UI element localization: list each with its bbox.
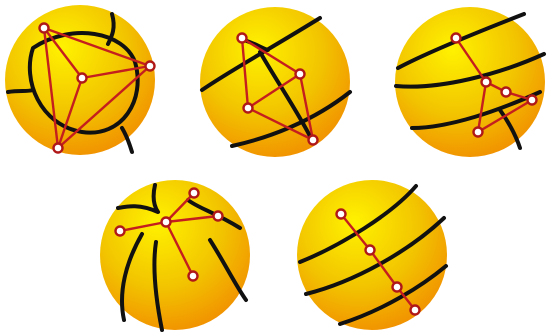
graph-vertex bbox=[309, 136, 318, 145]
graph-vertex bbox=[244, 104, 253, 113]
sphere-1 bbox=[5, 5, 155, 155]
graph-vertex bbox=[393, 283, 402, 292]
graph-vertex bbox=[116, 227, 125, 236]
graph-vertex bbox=[474, 128, 483, 137]
graph-vertex bbox=[214, 212, 223, 221]
graph-vertex bbox=[190, 189, 199, 198]
graph-vertex bbox=[337, 210, 346, 219]
graph-vertex bbox=[452, 34, 461, 43]
graph-vertex bbox=[296, 70, 305, 79]
graph-vertex bbox=[40, 24, 49, 33]
graph-vertex bbox=[54, 144, 63, 153]
graph-vertex bbox=[528, 96, 537, 105]
sphere-body bbox=[395, 7, 545, 157]
graph-vertex bbox=[366, 246, 375, 255]
sphere-3 bbox=[395, 7, 545, 157]
graph-vertex bbox=[189, 272, 198, 281]
sphere-4 bbox=[100, 180, 250, 330]
graph-vertex bbox=[162, 218, 171, 227]
graph-vertex bbox=[78, 74, 87, 83]
graph-vertex bbox=[146, 62, 155, 71]
graph-vertex bbox=[502, 88, 511, 97]
graph-vertex bbox=[238, 34, 247, 43]
sphere-5 bbox=[297, 180, 447, 330]
graph-vertex bbox=[482, 78, 491, 87]
sphere-2 bbox=[200, 7, 350, 157]
curve bbox=[8, 90, 33, 92]
graph-vertex bbox=[411, 306, 420, 315]
